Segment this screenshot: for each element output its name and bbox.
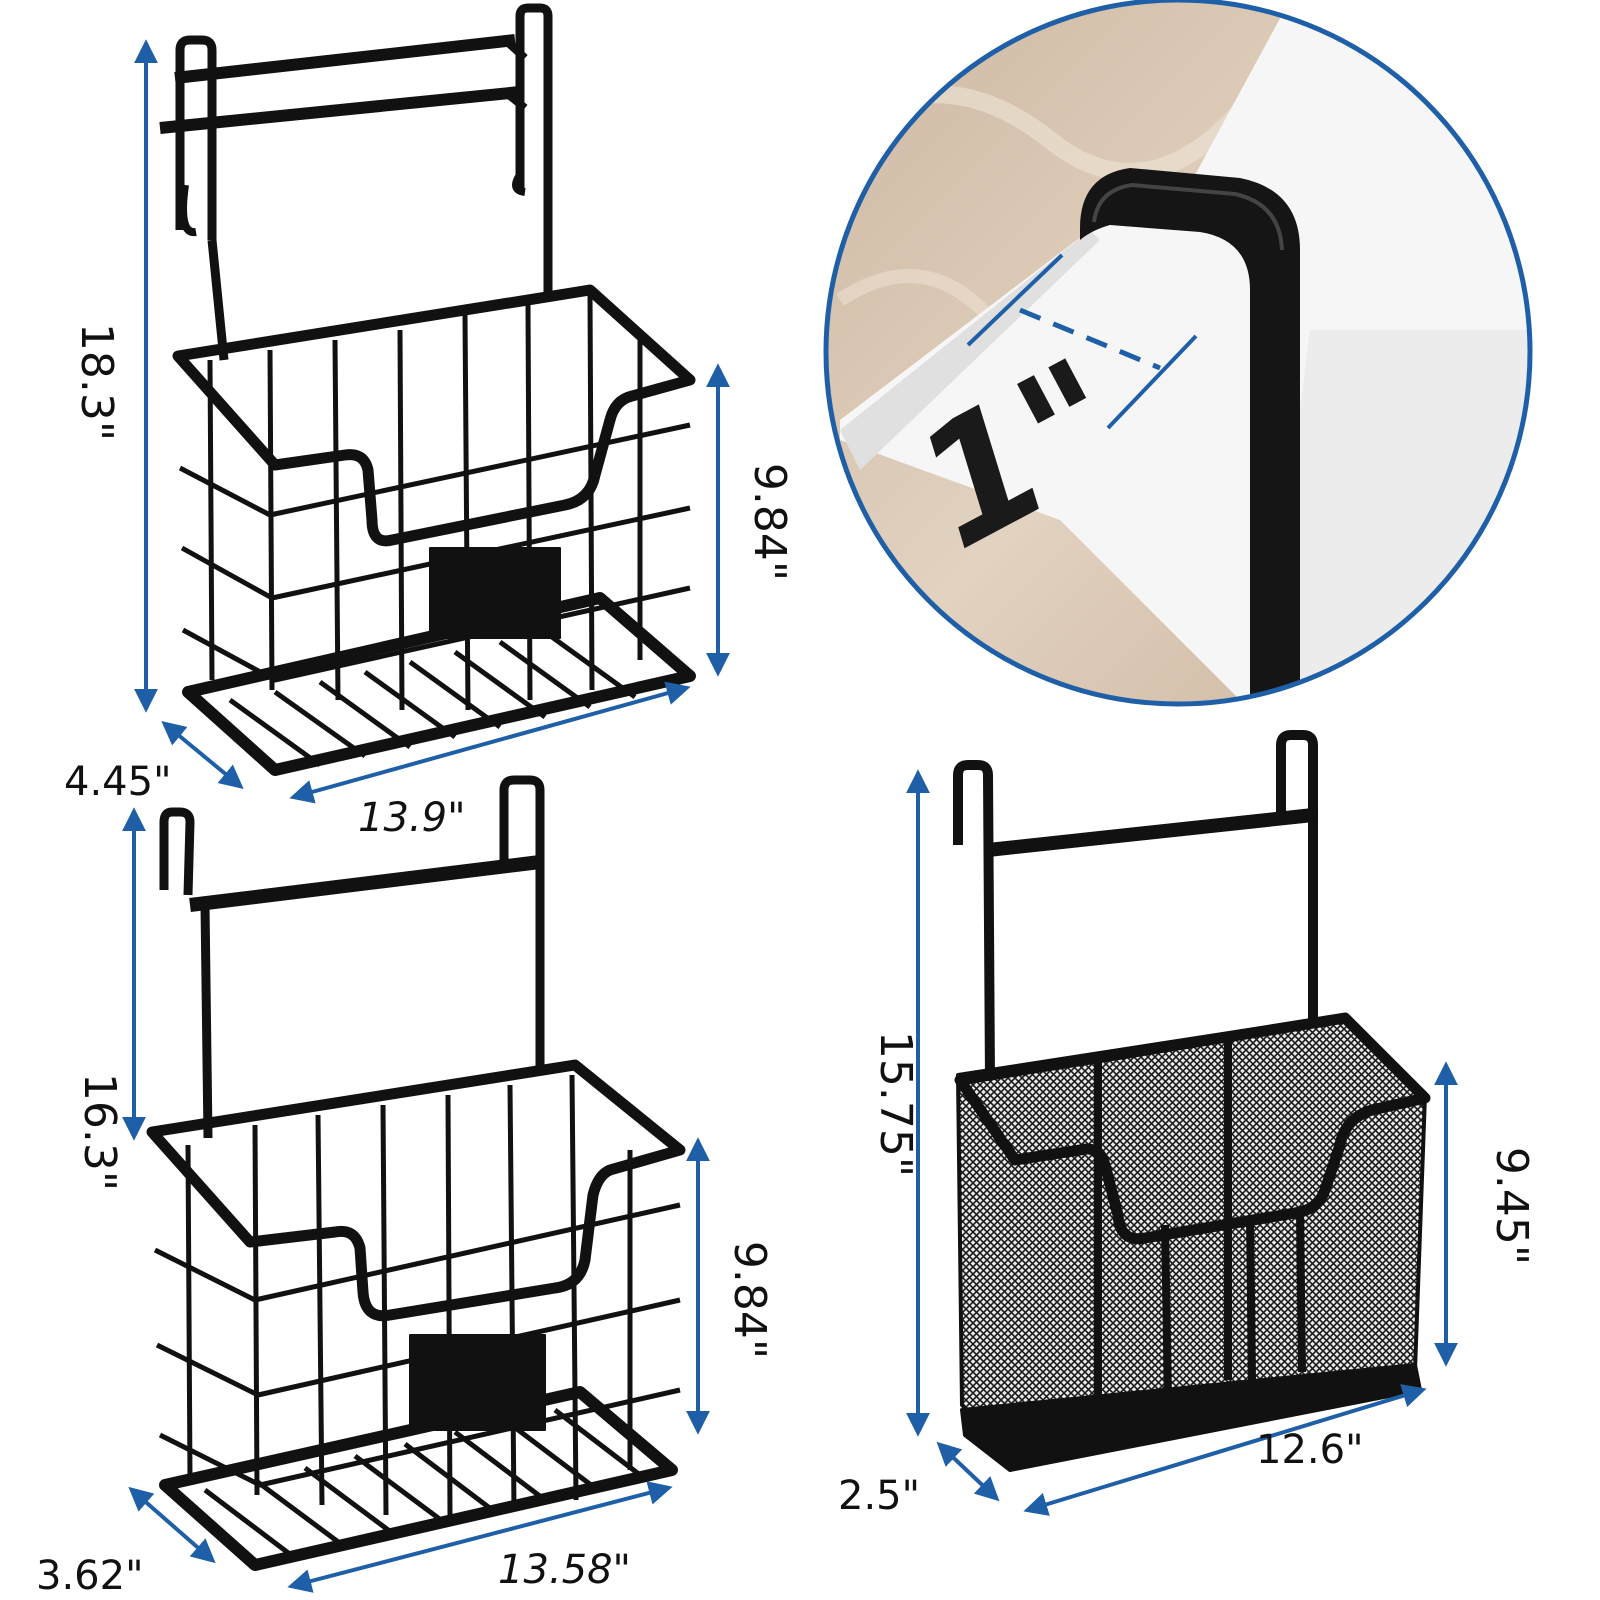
dimension-lines xyxy=(122,39,1458,1593)
product-1-width-label: 13.9" xyxy=(358,795,466,841)
product-2-illustration xyxy=(146,775,686,1571)
product-3-height-label: 15.75" xyxy=(870,1030,922,1178)
product-2-height-label: 16.3" xyxy=(74,1072,126,1192)
product-1-depth-label: 4.45" xyxy=(64,759,172,805)
product-3-depth-label: 2.5" xyxy=(838,1473,921,1519)
product-1-illustration xyxy=(159,3,696,776)
product-1-height-label: 18.3" xyxy=(71,322,123,442)
product-3-illustration xyxy=(953,730,1431,1472)
product-3-width-label: 12.6" xyxy=(1256,1427,1364,1473)
product-1-basket-height-label: 9.84" xyxy=(744,462,796,582)
door-detail-view xyxy=(823,0,1533,707)
product-3-basket-height-label: 9.45" xyxy=(1486,1146,1538,1266)
product-2-basket-height-label: 9.84" xyxy=(724,1240,776,1360)
product-2-width-label: 13.58" xyxy=(498,1547,631,1593)
product-2-depth-label: 3.62" xyxy=(36,1553,144,1599)
